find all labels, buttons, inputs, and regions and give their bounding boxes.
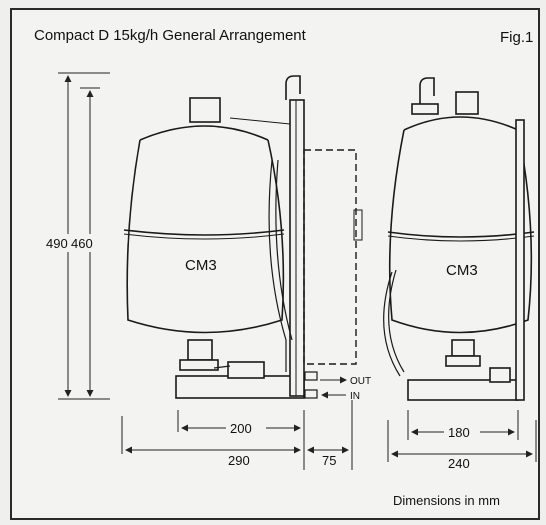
front-tank-seam (123, 229, 285, 236)
front-tank-neck (187, 339, 213, 361)
width-290-label: 290 (228, 453, 250, 468)
width-75-label: 75 (322, 453, 336, 468)
side-view (383, 77, 535, 401)
width-200-label: 200 (230, 421, 252, 436)
front-pump-motor (227, 361, 265, 379)
dimensions-note: Dimensions in mm (393, 493, 500, 508)
front-tank-label: CM3 (185, 257, 217, 274)
port-arrows (320, 376, 347, 399)
front-hose (268, 159, 287, 372)
side-tank-top (403, 116, 519, 131)
side-base-plate (407, 379, 519, 401)
in-port (304, 389, 318, 399)
out-port-label: OUT (350, 376, 371, 387)
side-tank-seam (387, 231, 535, 238)
side-tank-body (388, 129, 533, 334)
drawing-title: Compact D 15kg/h General Arrangement (34, 27, 307, 44)
front-control-box-outline (303, 149, 357, 365)
out-port (304, 371, 318, 381)
width-180-label: 180 (448, 425, 470, 440)
side-tank-label: CM3 (446, 262, 478, 279)
side-tank-cap (455, 91, 479, 115)
figure-number: Fig.1 (500, 29, 533, 46)
height-490-label: 490 (46, 236, 68, 251)
front-frame-post (289, 99, 305, 397)
front-gooseneck-fitting (285, 75, 301, 100)
height-460-label: 460 (71, 236, 93, 251)
front-tank-top (139, 125, 269, 141)
side-hose (388, 269, 405, 373)
in-port-label: IN (350, 391, 360, 402)
front-view (123, 75, 363, 399)
side-tank-neck (451, 339, 475, 357)
front-base-plate (175, 375, 305, 399)
height-label-bg (60, 234, 110, 252)
front-tank-body (126, 139, 285, 334)
side-gooseneck-fitting (419, 77, 435, 104)
front-tank-cap (189, 97, 221, 123)
side-frame-post (515, 119, 525, 401)
width-240-label: 240 (448, 456, 470, 471)
